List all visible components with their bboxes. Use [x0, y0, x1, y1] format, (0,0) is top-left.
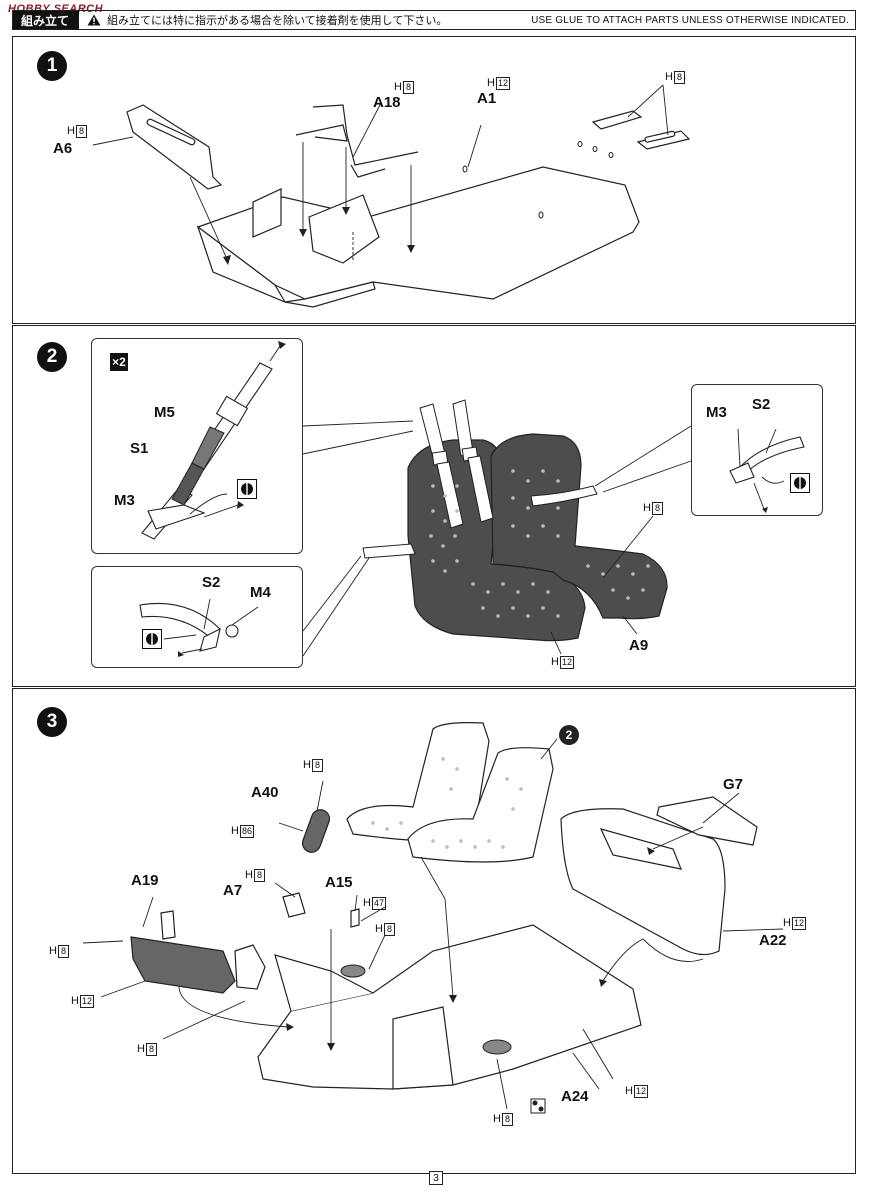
label-a6: A6	[53, 140, 73, 157]
label-m3-detail: M3	[706, 404, 727, 421]
seat-mount-detail-box: M3 S2	[691, 384, 823, 516]
label-s1: S1	[130, 440, 149, 457]
seat-mount-detail-art	[729, 428, 805, 513]
label-a18: A18	[373, 94, 401, 111]
label-m4: M4	[250, 584, 271, 601]
label-a9: A9	[629, 637, 649, 654]
label-m5: M5	[154, 404, 175, 421]
quantity-badge: ×2	[110, 353, 128, 371]
label-a7: A7	[223, 882, 243, 899]
belt-detail-art	[141, 341, 286, 540]
lap-belt-detail-art	[139, 598, 259, 657]
page-number: 3	[429, 1171, 443, 1185]
belt-detail-box: ×2 M5 S1 M3	[91, 338, 303, 554]
step-2-panel: 2 ×2 M5 S1 M3	[12, 325, 856, 687]
no-glue-icon	[142, 629, 162, 649]
label-m3: M3	[114, 492, 135, 509]
header-note-ja: 組み立てには特に指示がある場合を除いて接着剤を使用して下さい。	[107, 15, 448, 27]
label-a22: A22	[759, 932, 787, 949]
label-a15: A15	[325, 874, 353, 891]
header-title: 組み立て	[13, 11, 80, 29]
label-a24: A24	[561, 1088, 589, 1105]
header-note-en: USE GLUE TO ATTACH PARTS UNLESS OTHERWIS…	[531, 14, 849, 26]
step-number: 1	[37, 51, 67, 81]
step-3-diagram: 2	[82, 722, 784, 1114]
lap-belt-detail-box: S2 M4	[91, 566, 303, 668]
step-1-diagram	[92, 84, 691, 308]
no-glue-icon	[237, 479, 257, 499]
step-2-reference: 2	[566, 728, 573, 742]
label-s2: S2	[202, 574, 221, 591]
step-3-panel: 3	[12, 688, 856, 1174]
label-a40: A40	[251, 784, 279, 801]
label-a19: A19	[131, 872, 159, 889]
step-number: 3	[37, 707, 67, 737]
no-glue-icon	[790, 473, 810, 493]
instruction-header: 組み立て 組み立てには特に指示がある場合を除いて接着剤を使用して下さい。 USE…	[12, 10, 856, 30]
label-g7: G7	[723, 776, 744, 793]
label-s2-detail: S2	[752, 396, 771, 413]
seat-assembly-diagram	[302, 399, 692, 657]
step-1-panel: 1	[12, 36, 856, 324]
warning-icon	[87, 14, 101, 26]
step-number: 2	[37, 342, 67, 372]
label-a1: A1	[477, 90, 497, 107]
